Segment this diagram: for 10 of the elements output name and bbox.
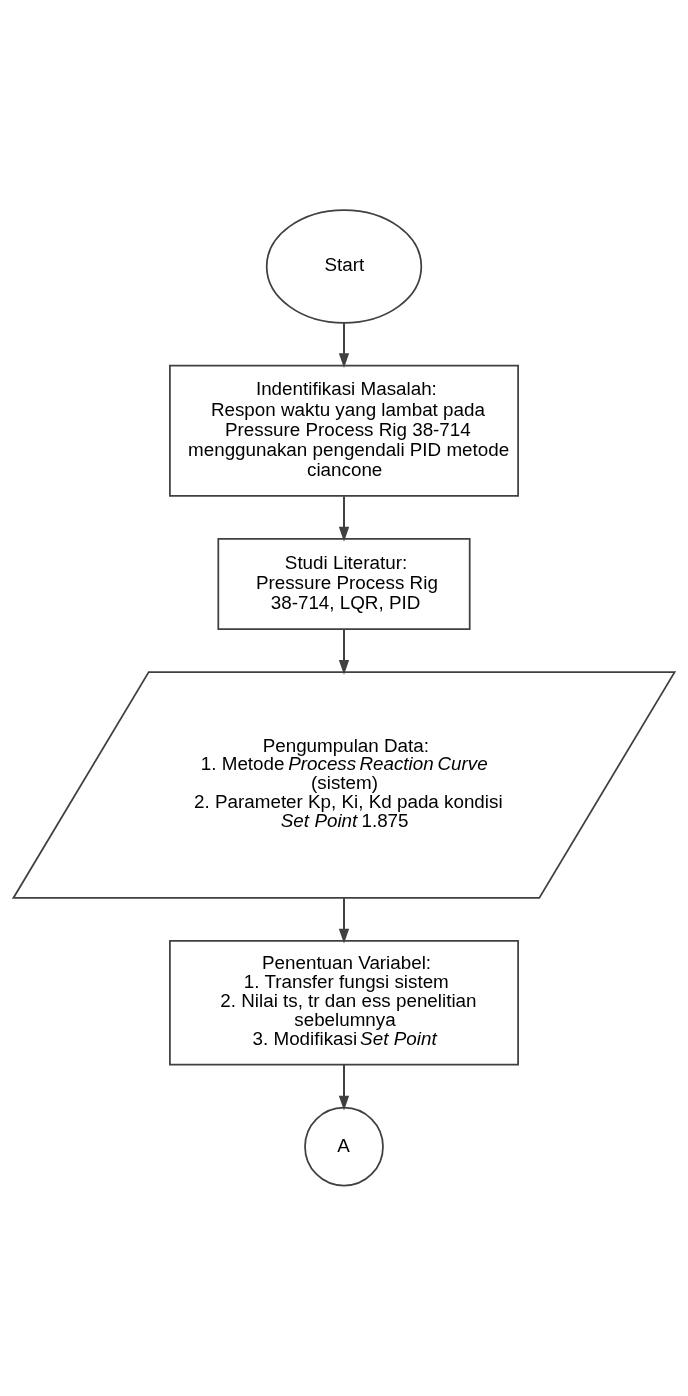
arrow xyxy=(338,323,350,369)
arrow xyxy=(338,629,350,675)
arrow xyxy=(338,1064,350,1111)
node-ellipse: Start xyxy=(265,209,423,324)
arrow xyxy=(338,496,350,542)
node-box: Studi Literatur: Pressure Process Rig 38-714, LQR, PID xyxy=(217,538,471,630)
node-circle: A xyxy=(304,1106,384,1187)
node-box: Indentifikasi Masalah: Respon waktu yang lambat pada Pressure Process Rig 38-714 menggunakan pengendali PID metode ciancone xyxy=(169,364,519,497)
arrow xyxy=(338,898,350,944)
node-box: Penentuan Variabel: 1. Transfer fungsi sistem 2. Nilai ts, tr dan ess penelitian sebelumnya 3. Modifikasi Set Point xyxy=(169,940,519,1066)
